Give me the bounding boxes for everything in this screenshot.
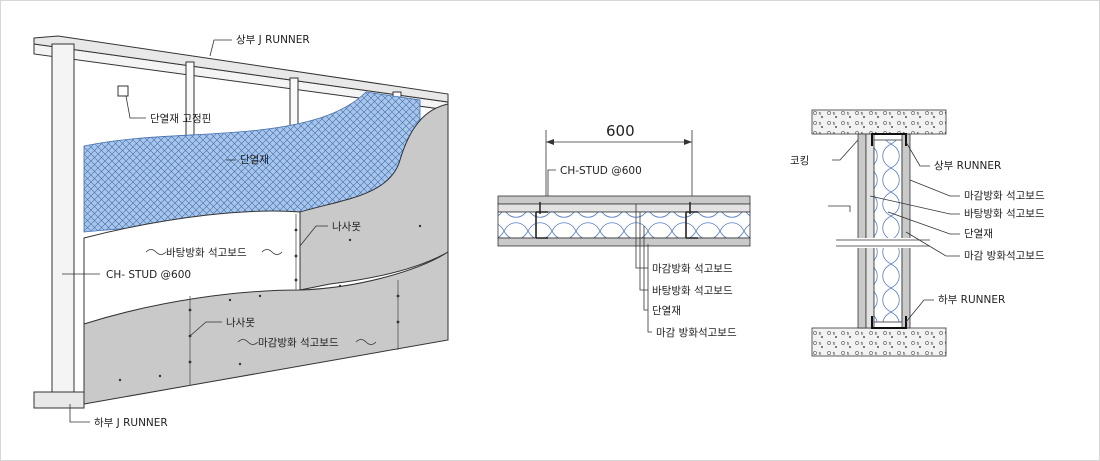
section-label-bottom-runner: 하부 RUNNER bbox=[938, 293, 1005, 306]
plan-section-view: 600 CH-STUD @600 마감방화 석고보드 바탕방화 석고보드 단열재… bbox=[497, 122, 751, 339]
end-stud bbox=[51, 43, 75, 405]
section-label-layer-3: 단열재 bbox=[964, 228, 993, 240]
label-base-board: 바탕방화 석고보드 bbox=[166, 247, 247, 259]
plan-label-layer-1: 마감방화 석고보드 bbox=[652, 263, 733, 275]
top-slab bbox=[811, 109, 947, 135]
plan-base-board-top bbox=[497, 203, 751, 213]
label-screw-lower: 나사못 bbox=[226, 317, 255, 329]
label-bottom-j-runner: 하부 J RUNNER bbox=[94, 416, 168, 429]
section-insulation bbox=[873, 139, 903, 323]
label-insulation: 단열재 bbox=[240, 154, 269, 166]
plan-finish-board-top bbox=[497, 195, 751, 205]
plan-label-layer-2: 바탕방화 석고보드 bbox=[652, 285, 733, 297]
section-label-caulking: 코킹 bbox=[790, 155, 809, 167]
section-label-layer-4: 마감 방화석고보드 bbox=[964, 250, 1045, 262]
plan-label-layer-4: 마감 방화석고보드 bbox=[656, 327, 737, 339]
plan-finish-board-bottom bbox=[497, 237, 751, 247]
section-label-top-runner: 상부 RUNNER bbox=[934, 160, 1001, 172]
top-runner-flange bbox=[33, 35, 449, 103]
bottom-slab bbox=[811, 327, 947, 357]
plan-label-layer-3: 단열재 bbox=[652, 305, 681, 317]
label-stud: CH- STUD @600 bbox=[106, 269, 191, 281]
leader-lines bbox=[62, 39, 328, 423]
plan-insulation bbox=[497, 211, 751, 239]
plan-leaders bbox=[547, 169, 652, 333]
section-board-left bbox=[857, 133, 867, 329]
insulation-pin-icon bbox=[117, 85, 129, 97]
plan-label-stud: CH-STUD @600 bbox=[560, 165, 642, 177]
vertical-section-view: 코킹 상부 RUNNER 마감방화 석고보드 바탕방화 석고보드 단열재 마감 … bbox=[790, 109, 1045, 357]
section-leaders bbox=[832, 139, 960, 323]
label-finish-board: 마감방화 석고보드 bbox=[258, 337, 339, 349]
label-insulation-pin: 단열재 고정핀 bbox=[150, 113, 211, 125]
finish-board-upper bbox=[299, 103, 449, 291]
finish-board-lower bbox=[83, 251, 449, 405]
dimension-label: 600 bbox=[606, 122, 635, 140]
section-board-right bbox=[901, 133, 911, 329]
label-top-j-runner: 상부 J RUNNER bbox=[236, 34, 310, 46]
section-label-layer-2: 바탕방화 석고보드 bbox=[964, 208, 1045, 220]
section-base-board bbox=[865, 133, 875, 329]
section-label-layer-1: 마감방화 석고보드 bbox=[964, 190, 1045, 202]
bottom-j-runner bbox=[33, 391, 85, 409]
plan-studs bbox=[535, 211, 698, 239]
label-screw-upper: 나사못 bbox=[332, 221, 361, 233]
isometric-wall-view: 상부 J RUNNER 단열재 고정핀 단열재 나사못 바탕방화 석고보드 CH… bbox=[33, 34, 449, 429]
